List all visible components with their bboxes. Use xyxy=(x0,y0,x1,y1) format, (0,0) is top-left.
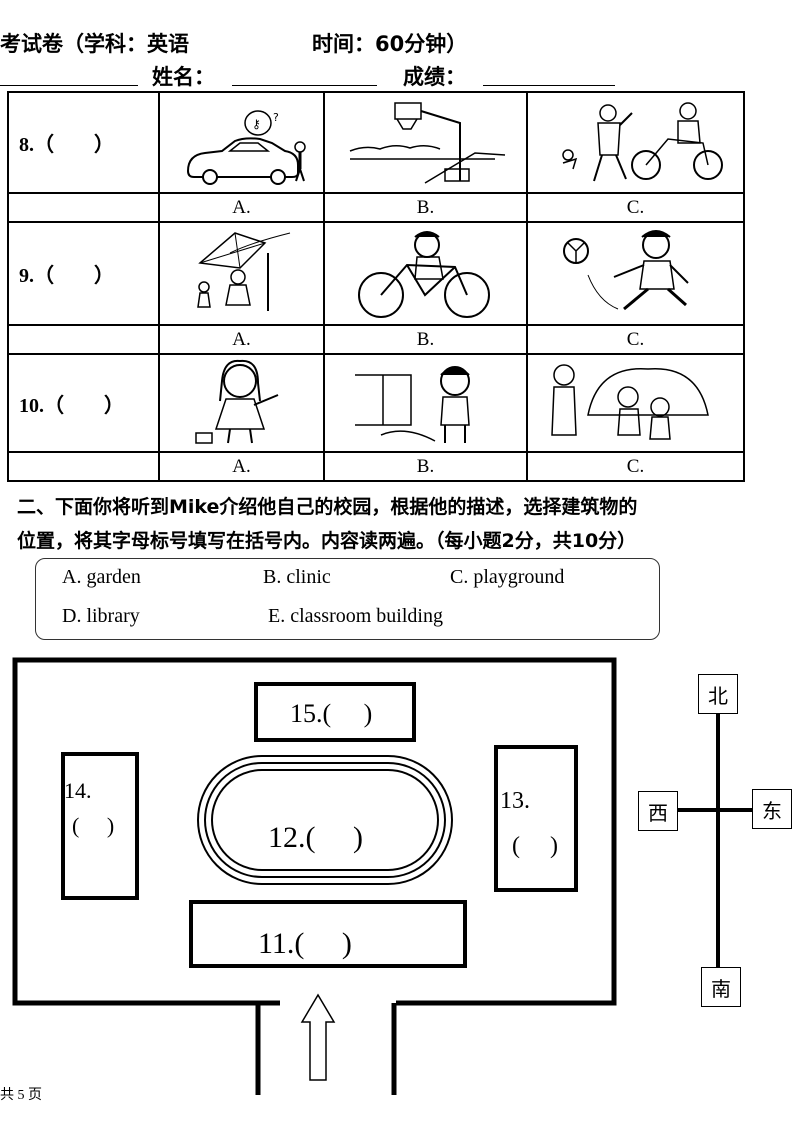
score-blank[interactable] xyxy=(483,63,615,86)
building-15 xyxy=(254,682,416,742)
svg-text:⚷: ⚷ xyxy=(252,117,261,131)
option-b-picture xyxy=(323,91,528,194)
part2-instruction-line2: 位置，将其字母标号填写在括号内。内容读两遍。（每小题2分，共10分） xyxy=(17,530,637,552)
class-blank[interactable] xyxy=(0,63,138,86)
name-blank[interactable] xyxy=(232,63,377,86)
option-a-label: A. xyxy=(158,324,325,355)
q14-answer[interactable]: ( ) xyxy=(72,813,115,838)
car-person-icon: ⚷ ? xyxy=(186,110,306,185)
option-a-picture: ⚷ ? xyxy=(158,91,325,194)
basketball-hoop-icon xyxy=(349,102,506,184)
boy-cabinet-icon xyxy=(355,366,470,443)
picture-question-table: 8.（ ） ⚷ ? xyxy=(7,91,745,482)
question-number[interactable]: 10.（ ） xyxy=(7,353,160,453)
option-c-picture xyxy=(526,91,745,194)
option-a-label: A. xyxy=(158,192,325,223)
choice-d: D. library xyxy=(62,605,140,627)
boy-football-icon xyxy=(563,230,689,311)
option-b-picture xyxy=(323,353,528,453)
page-footer: 共 5 页 xyxy=(0,1088,42,1103)
option-labels-row: A. B. C. xyxy=(7,451,745,482)
option-labels-row: A. B. C. xyxy=(7,192,745,223)
svg-text:?: ? xyxy=(273,111,279,124)
compass-east: 东 xyxy=(752,789,792,829)
building-13 xyxy=(494,745,578,892)
option-b-label: B. xyxy=(323,324,528,355)
building-11 xyxy=(189,900,467,968)
option-b-label: B. xyxy=(323,451,528,482)
part2-instruction-line1: 二、下面你将听到Mike介绍他自己的校园，根据他的描述，选择建筑物的 xyxy=(17,496,638,518)
exam-time: 时间：60分钟） xyxy=(312,32,468,56)
boy-bicycle-icon xyxy=(358,231,490,318)
walking-cycling-icon xyxy=(562,102,723,182)
q14-number: 14. xyxy=(64,778,92,803)
compass-west: 西 xyxy=(638,791,678,831)
q11-answer[interactable]: 11.( ) xyxy=(258,927,352,960)
option-c-label: C. xyxy=(526,451,745,482)
option-c-label: C. xyxy=(526,192,745,223)
choice-e: E. classroom building xyxy=(268,605,443,627)
choice-a: A. garden xyxy=(62,566,141,588)
girl-icon xyxy=(195,359,279,444)
option-a-picture xyxy=(158,221,325,326)
entrance-arrow-icon xyxy=(300,993,336,1081)
question-row-9: 9.（ ） xyxy=(7,221,745,326)
choice-box: A. garden B. clinic C. playground D. lib… xyxy=(35,558,660,640)
question-row-10: 10.（ ） xyxy=(7,353,745,453)
option-a-picture xyxy=(158,353,325,453)
question-number[interactable]: 8.（ ） xyxy=(7,91,160,194)
q13-number: 13. xyxy=(500,788,530,814)
question-row-8: 8.（ ） ⚷ ? xyxy=(7,91,745,194)
compass-south: 南 xyxy=(701,967,741,1007)
option-a-label: A. xyxy=(158,451,325,482)
track-12 xyxy=(197,755,453,885)
question-number[interactable]: 9.（ ） xyxy=(7,221,160,326)
option-c-label: C. xyxy=(526,324,745,355)
building-14 xyxy=(61,752,139,900)
q15-answer[interactable]: 15.( ) xyxy=(290,699,373,728)
score-label: 成绩： xyxy=(403,65,466,89)
q13-answer[interactable]: ( ) xyxy=(512,833,558,859)
option-b-label: B. xyxy=(323,192,528,223)
choice-b: B. clinic xyxy=(263,566,331,588)
compass-north: 北 xyxy=(698,674,738,714)
option-labels-row: A. B. C. xyxy=(7,324,745,355)
campus-wall xyxy=(12,657,617,1006)
option-c-picture xyxy=(526,221,745,326)
choice-c: C. playground xyxy=(450,566,565,588)
campus-map xyxy=(12,657,752,1095)
q12-answer[interactable]: 12.( ) xyxy=(268,821,363,854)
name-label: 姓名： xyxy=(152,65,215,89)
option-b-picture xyxy=(323,221,528,326)
garden-family-icon xyxy=(551,364,709,440)
exam-title: 考试卷（学科：英语 xyxy=(0,32,189,56)
kite-children-icon xyxy=(197,232,291,311)
option-c-picture xyxy=(526,353,745,453)
